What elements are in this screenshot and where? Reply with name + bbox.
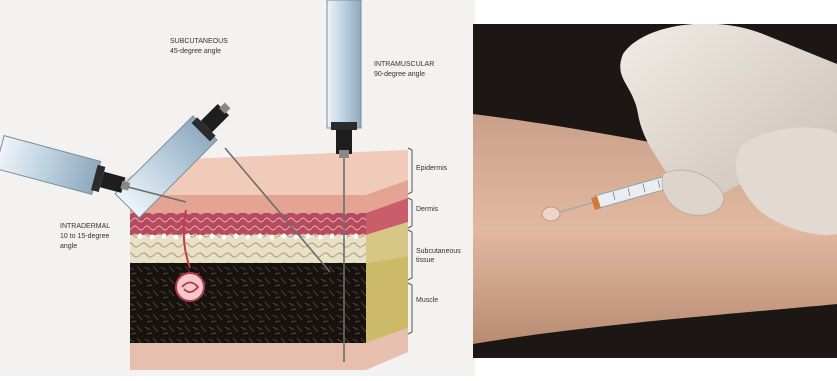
injection-diagram: Epidermis Dermis Subcutaneous tissue Mus… <box>0 0 475 376</box>
label-dermis: Dermis <box>416 206 439 213</box>
intradermal-angle-2: angle <box>60 243 77 250</box>
intradermal-title: INTRADERMAL <box>60 223 110 230</box>
intradermal-angle-1: 10 to 15-degree <box>60 233 110 240</box>
layer-brackets <box>408 148 412 334</box>
skin-block-front <box>130 195 366 370</box>
skin-block-side <box>366 180 408 370</box>
label-epidermis: Epidermis <box>416 165 448 172</box>
label-subcutaneous-1: Subcutaneous <box>416 248 461 255</box>
label-muscle: Muscle <box>416 297 438 304</box>
injection-diagram-svg: Epidermis Dermis Subcutaneous tissue Mus… <box>0 0 475 376</box>
injection-photo <box>473 24 837 358</box>
subcutaneous-angle: 45-degree angle <box>170 48 221 55</box>
subcutaneous-title: SUBCUTANEOUS <box>170 38 228 45</box>
intramuscular-title: INTRAMUSCULAR <box>374 61 434 68</box>
skin-bleb <box>542 207 560 221</box>
label-subcutaneous-2: tissue <box>416 257 434 264</box>
intramuscular-angle: 90-degree angle <box>374 71 425 78</box>
injection-photo-svg <box>473 24 837 358</box>
